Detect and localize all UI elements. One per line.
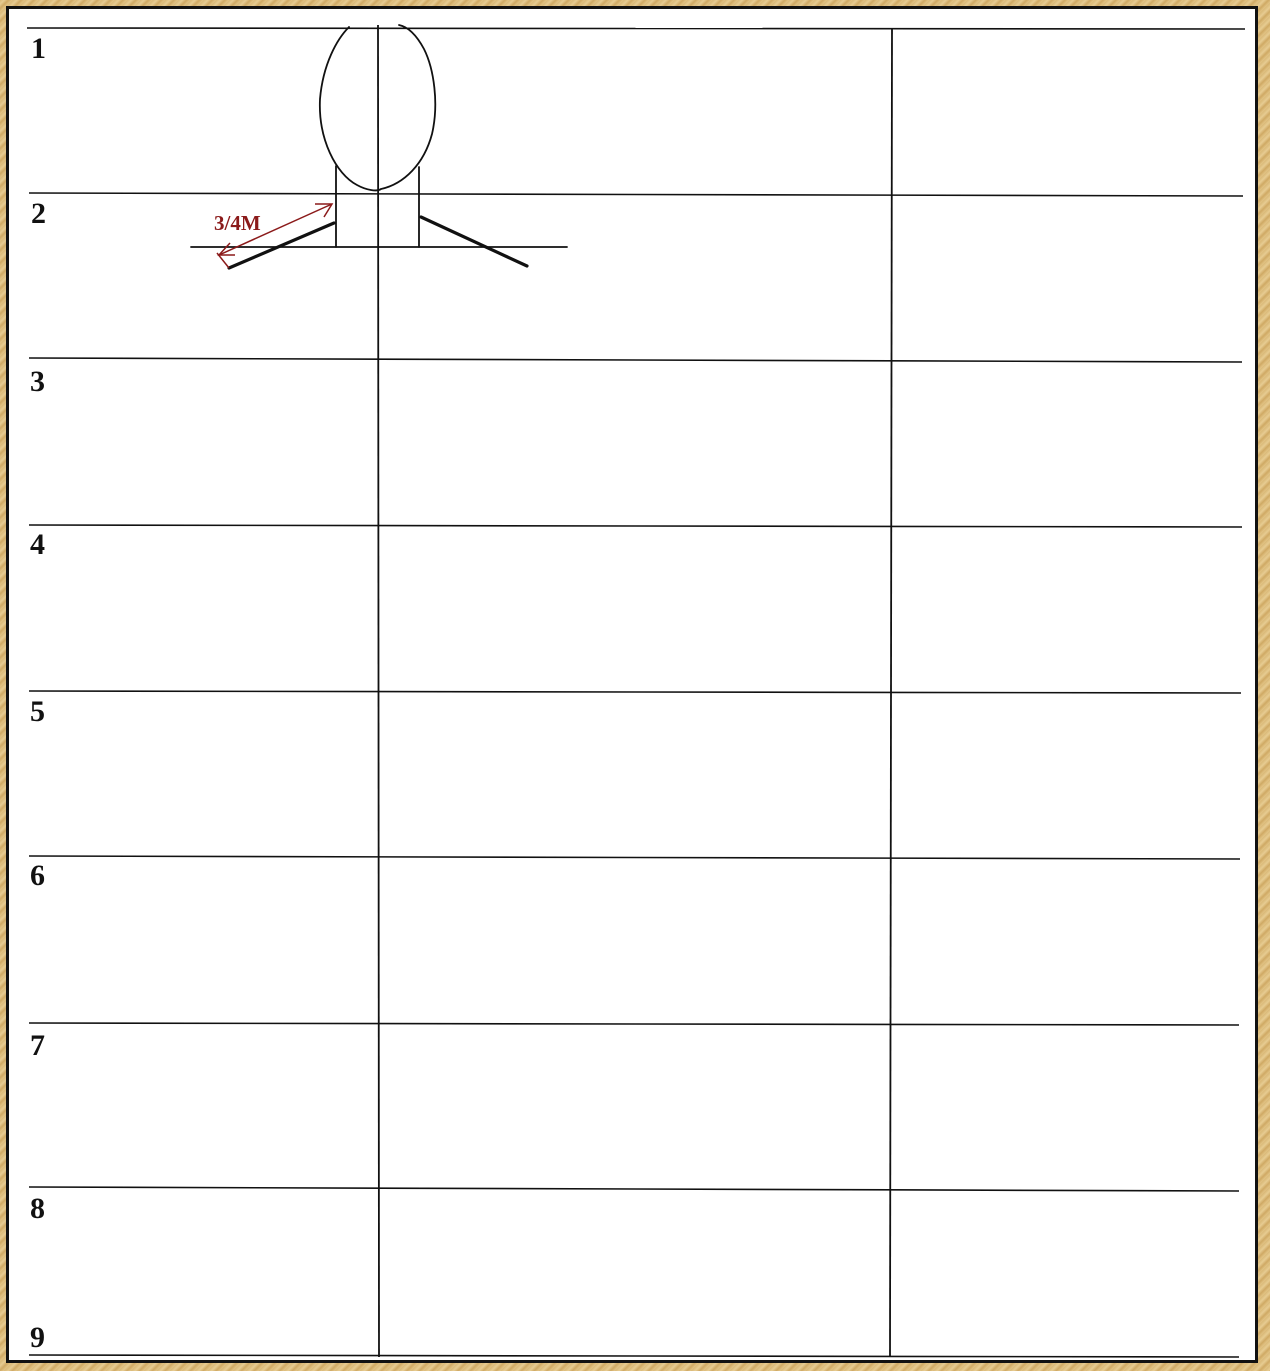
row-number-4: 4 xyxy=(30,528,45,561)
shoulder-measurement: 3/4M xyxy=(214,204,332,268)
gridline-row-9 xyxy=(29,1355,1239,1357)
measurement-label: 3/4M xyxy=(214,211,261,235)
gridline-row-8 xyxy=(29,1187,1239,1191)
gridline-row-4 xyxy=(29,525,1242,527)
row-number-2: 2 xyxy=(31,197,46,230)
gridline-row-7 xyxy=(29,1023,1239,1025)
horizontal-gridlines xyxy=(27,28,1245,1357)
gridline-row-3 xyxy=(29,358,1242,362)
row-number-9: 9 xyxy=(30,1321,45,1354)
center-line xyxy=(378,25,379,1357)
gridline-row-1 xyxy=(27,28,1245,29)
row-numbers: 1 2 3 4 5 6 7 8 9 xyxy=(30,32,46,1354)
gridline-row-2 xyxy=(29,193,1243,196)
row-number-8: 8 xyxy=(30,1192,45,1225)
row-number-3: 3 xyxy=(30,365,45,398)
proportion-grid: 3/4M 1 2 3 4 5 6 7 8 9 xyxy=(9,9,1255,1360)
row-number-5: 5 xyxy=(30,695,45,728)
gridline-row-6 xyxy=(29,856,1240,859)
row-number-7: 7 xyxy=(30,1029,45,1062)
gridline-row-5 xyxy=(29,691,1241,693)
row-number-6: 6 xyxy=(30,859,45,892)
row-number-1: 1 xyxy=(31,32,46,65)
right-column-line xyxy=(890,29,892,1357)
drawing-sheet: 3/4M 1 2 3 4 5 6 7 8 9 xyxy=(6,6,1258,1363)
right-shoulder xyxy=(421,217,527,266)
